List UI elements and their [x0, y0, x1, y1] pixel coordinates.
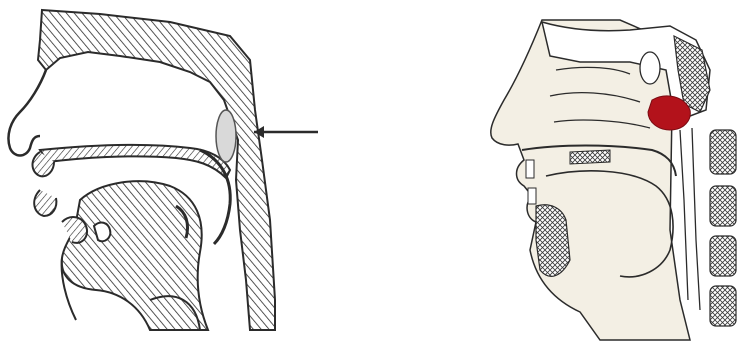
hatched-head-section	[0, 0, 340, 348]
cervical-vertebrae	[710, 130, 736, 326]
right-diagram-panel	[470, 0, 744, 348]
tongue-jaw-region	[62, 181, 208, 330]
pharynx-line	[680, 128, 700, 310]
tongue-tip	[62, 217, 87, 243]
sphenoid-sinus	[640, 52, 660, 84]
adenoid-mass	[216, 110, 236, 162]
anatomical-head-section	[470, 0, 744, 348]
arrow-icon	[254, 126, 318, 138]
palate-crosshatch	[570, 150, 610, 164]
left-diagram-panel	[0, 0, 340, 348]
lower-lip	[34, 190, 56, 216]
nose-outline	[8, 70, 46, 156]
adenoid-highlight	[648, 96, 690, 130]
